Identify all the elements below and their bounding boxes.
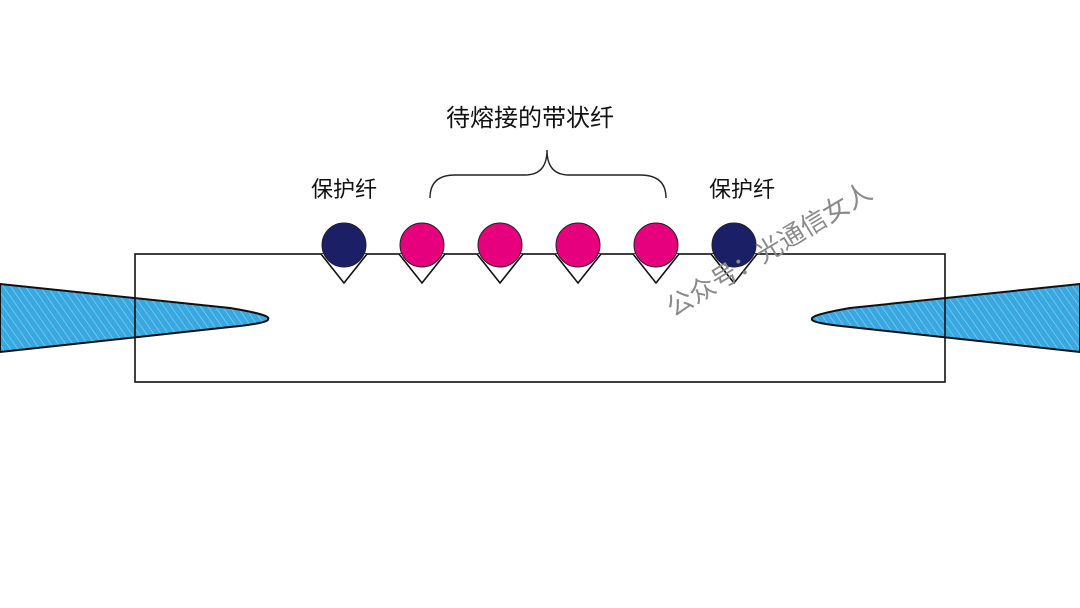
protect-fiber-label-right: 保护纤 — [709, 178, 776, 203]
v-groove-block — [134, 253, 946, 383]
protect-fiber — [711, 222, 757, 268]
ribbon-brace — [429, 149, 667, 199]
right-electrode — [811, 282, 1080, 354]
ribbon-fiber — [399, 222, 445, 268]
ribbon-fiber-label: 待熔接的带状纤 — [446, 104, 614, 132]
protect-fiber-label-left: 保护纤 — [311, 178, 378, 203]
left-electrode — [0, 282, 270, 354]
protect-fiber — [321, 222, 367, 268]
ribbon-fiber — [477, 222, 523, 268]
ribbon-fiber — [555, 222, 601, 268]
ribbon-fiber — [633, 222, 679, 268]
